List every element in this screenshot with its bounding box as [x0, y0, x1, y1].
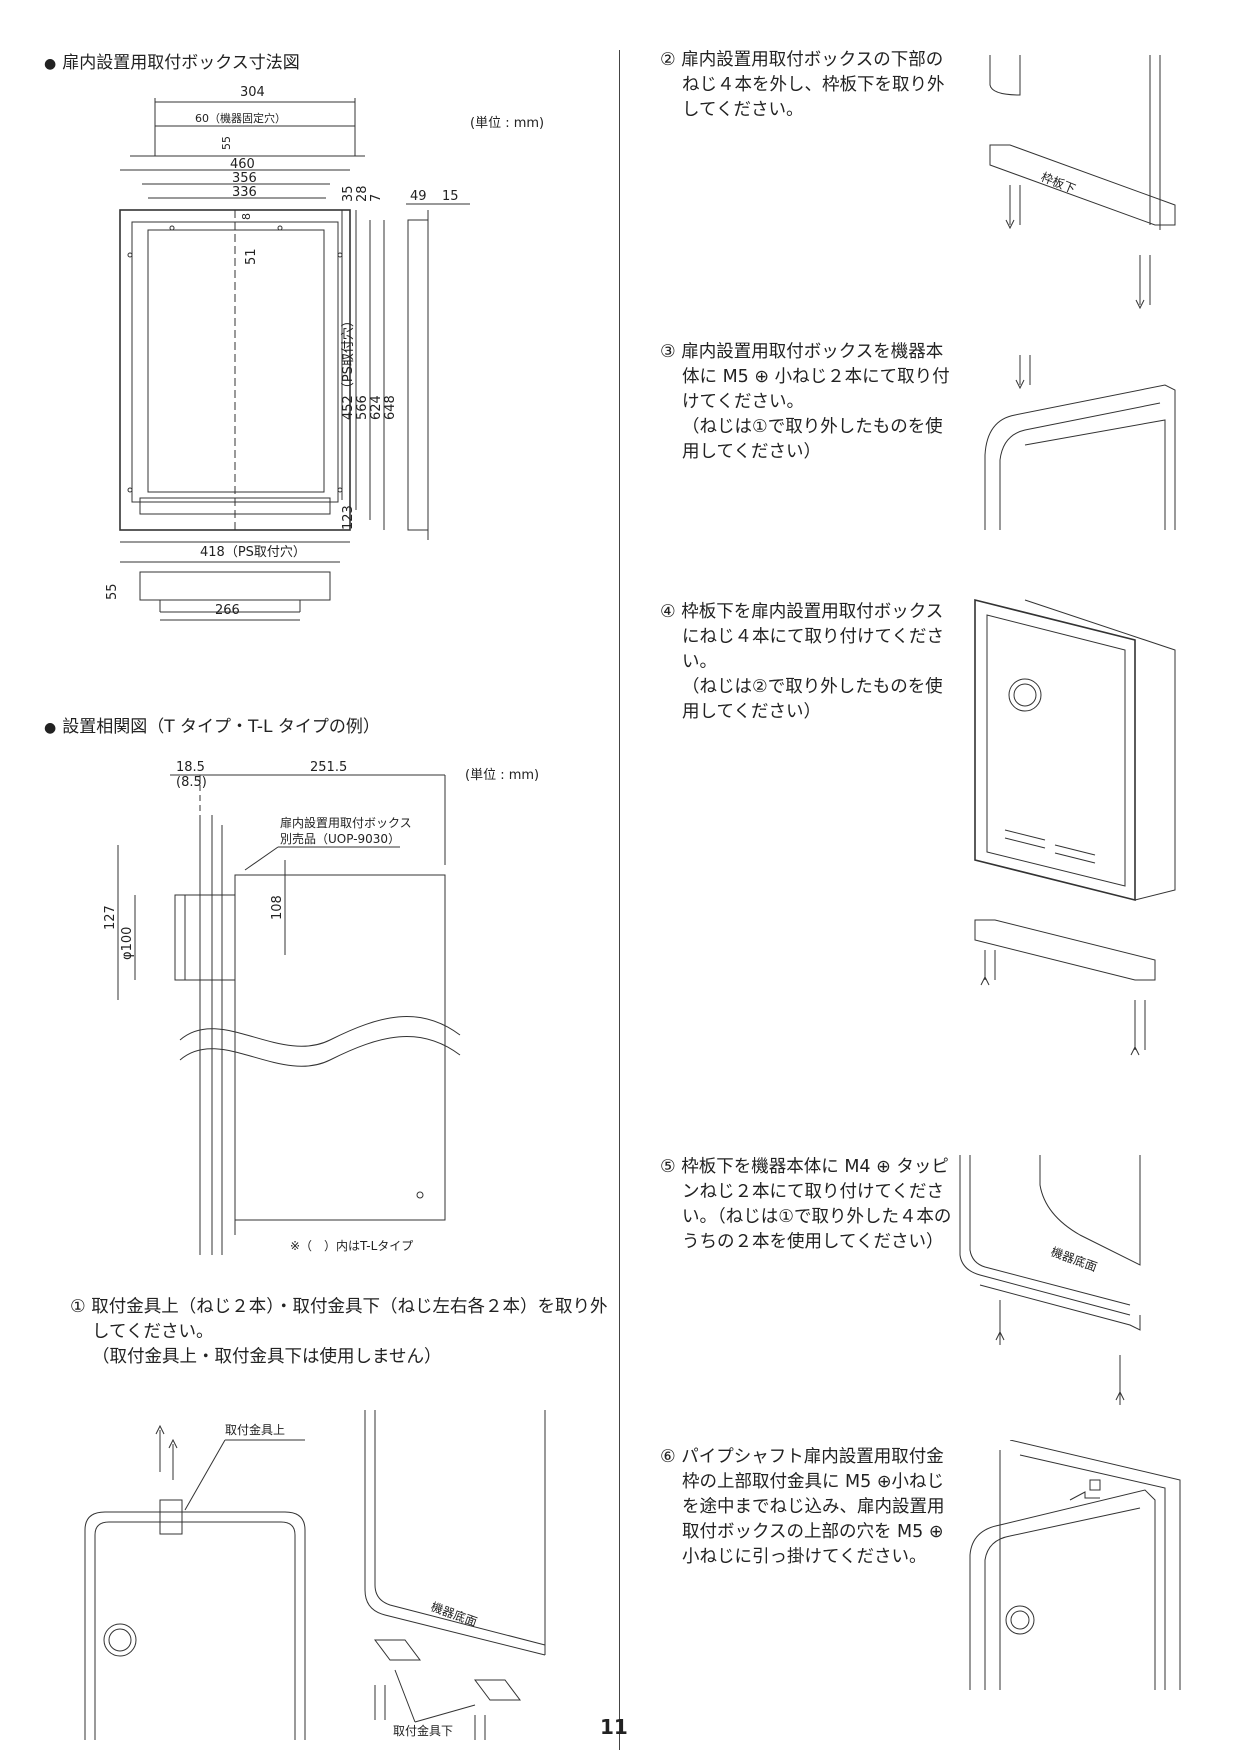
lower-bracket-label: 取付金具下: [393, 1723, 453, 1738]
step-1-figure: 取付金具上 機器底面 取付金具下: [84, 1410, 546, 1740]
dim-336: 336: [232, 185, 257, 200]
bullet-icon: ●: [44, 56, 57, 72]
dim-15: 15: [442, 189, 459, 204]
dim-55b: 55: [105, 583, 120, 600]
step-4-text: ④ 枠板下を扉内設置用取付ボックスにねじ４本にて取り付けてください。: [660, 602, 944, 672]
dim-452: 452（PS取付穴）: [341, 314, 356, 420]
dim-624: 624: [369, 395, 384, 420]
tl-type-note: ※（ ）内はT-Lタイプ: [290, 1239, 413, 1253]
step-2: ② 扉内設置用取付ボックスの下部のねじ４本を外し、枠板下を取り外してください。: [660, 48, 960, 123]
bullet-icon: ●: [44, 720, 57, 736]
dim-8-5: (8.5): [176, 775, 207, 790]
dim-460: 460: [230, 157, 255, 172]
dim-55v: 55: [220, 136, 233, 150]
step-1-note: （取付金具上・取付金具下は使用しません）: [92, 1347, 442, 1367]
dim-28: 28: [355, 185, 370, 202]
dim-127: 127: [103, 905, 118, 930]
step-1: ① 取付金具上（ねじ２本）・取付金具下（ねじ左右各２本）を取り外してください。 …: [70, 1295, 610, 1370]
unit-label: (単位 : mm): [470, 116, 545, 131]
step-5: ⑤ 枠板下を機器本体に M4 ⊕ タッピンねじ２本にて取り付けてください。（ねじ…: [660, 1155, 960, 1255]
upper-bracket-label: 取付金具上: [225, 1422, 285, 1437]
dim-7: 7: [369, 194, 384, 202]
step-4-note: （ねじは②で取り外したものを使用してください）: [682, 677, 943, 722]
dim-8: 8: [240, 213, 253, 220]
box-label-2: 別売品（UOP-9030）: [280, 831, 400, 846]
section-title-dimensions: ●扉内設置用取付ボックス寸法図: [44, 53, 300, 73]
dimension-drawing: 304 60（機器固定穴） 55 460 356 336 8 51 35 28 …: [105, 85, 470, 621]
dim-49: 49: [410, 189, 427, 204]
dim-266: 266: [215, 603, 240, 618]
step-5-figure: 機器底面: [959, 1155, 1141, 1405]
step-3-figure: [984, 355, 1176, 530]
dim-648: 648: [383, 395, 398, 420]
step-1-text: ① 取付金具上（ねじ２本）・取付金具下（ねじ左右各２本）を取り外してください。: [70, 1297, 608, 1342]
step-3-text: ③ 扉内設置用取付ボックスを機器本体に M5 ⊕ 小ねじ２本にて取り付けてくださ…: [660, 342, 950, 412]
section-title-installation: ●設置相関図（T タイプ・T-L タイプの例）: [44, 717, 380, 737]
step-6-figure: [969, 1440, 1181, 1690]
dim-100: φ100: [120, 927, 135, 960]
step-6: ⑥ パイプシャフト扉内設置用取付金枠の上部取付金具に M5 ⊕小ねじを途中までね…: [660, 1445, 945, 1570]
dim-418: 418（PS取付穴）: [200, 545, 306, 560]
installation-drawing: 18.5 (8.5) 251.5 扉内設置用取付ボックス 別売品（UOP-903…: [103, 760, 461, 1255]
unit-bottom-label: 機器底面: [429, 1599, 479, 1630]
step-3: ③ 扉内設置用取付ボックスを機器本体に M5 ⊕ 小ねじ２本にて取り付けてくださ…: [660, 340, 960, 465]
frame-plate-label: 枠板下: [1039, 170, 1078, 196]
dim-123: 123: [341, 505, 356, 530]
step-4-figure: [974, 598, 1176, 1056]
step-6-text: ⑥ パイプシャフト扉内設置用取付金枠の上部取付金具に M5 ⊕小ねじを途中までね…: [660, 1447, 945, 1567]
step-4: ④ 枠板下を扉内設置用取付ボックスにねじ４本にて取り付けてください。 （ねじは②…: [660, 600, 960, 725]
step-5-text: ⑤ 枠板下を機器本体に M4 ⊕ タッピンねじ２本にて取り付けてください。（ねじ…: [660, 1157, 952, 1252]
dim-35: 35: [341, 185, 356, 202]
step-2-figure: 枠板下: [989, 55, 1176, 310]
step-3-note: （ねじは①で取り外したものを使用してください）: [682, 417, 943, 462]
dim-108: 108: [270, 895, 285, 920]
dim-356: 356: [232, 171, 257, 186]
column-divider: [619, 50, 620, 1750]
dim-18-5: 18.5: [176, 760, 205, 775]
page-number: 11: [600, 1715, 628, 1739]
unit-bottom-label-5: 機器底面: [1049, 1244, 1099, 1275]
step-2-text: ② 扉内設置用取付ボックスの下部のねじ４本を外し、枠板下を取り外してください。: [660, 50, 945, 120]
dim-51: 51: [244, 248, 259, 265]
dim-304: 304: [240, 85, 265, 100]
box-label-1: 扉内設置用取付ボックス: [280, 815, 412, 830]
dim-566: 566: [355, 395, 370, 420]
dim-251-5: 251.5: [310, 760, 347, 775]
unit-label-2: (単位 : mm): [465, 768, 540, 783]
dim-60: 60（機器固定穴）: [195, 111, 286, 125]
